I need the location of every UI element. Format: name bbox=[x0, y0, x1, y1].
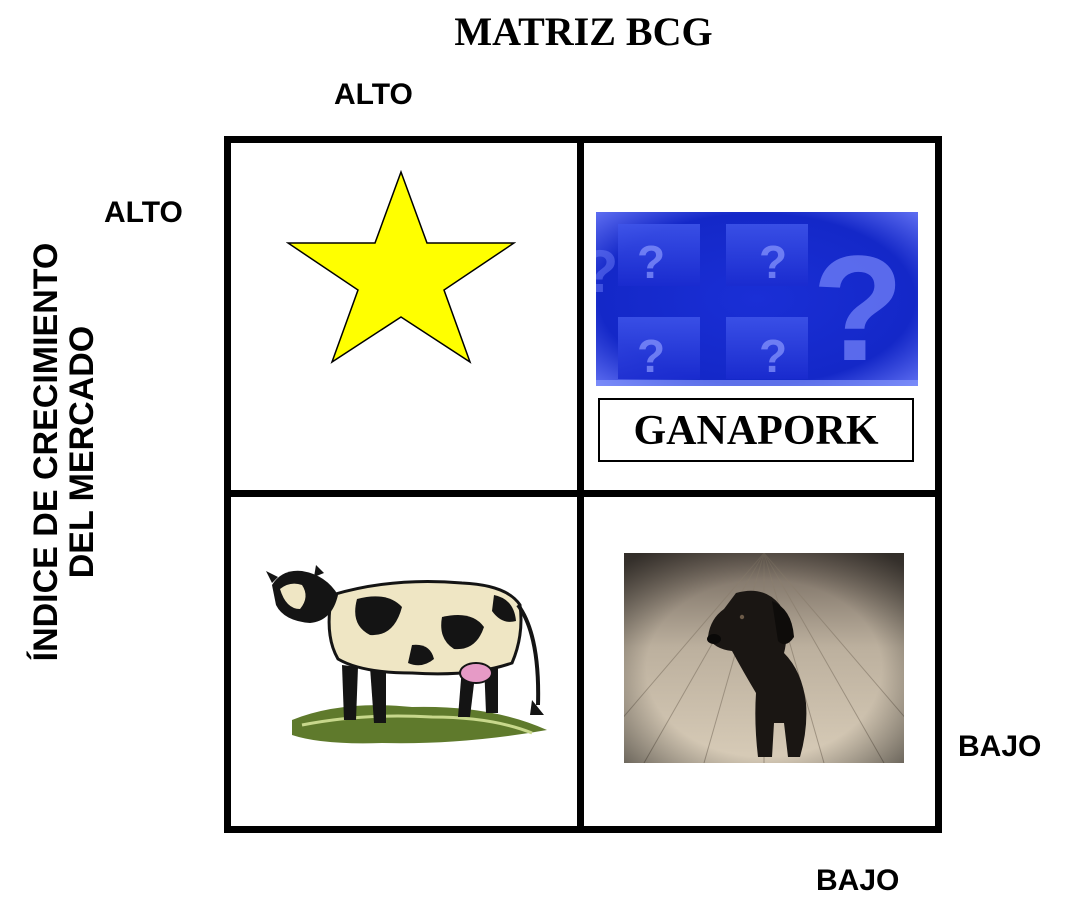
svg-text:?: ? bbox=[637, 236, 665, 288]
svg-text:?: ? bbox=[812, 224, 904, 386]
axis-left-high-label: ALTO bbox=[104, 196, 183, 229]
svg-text:?: ? bbox=[759, 330, 787, 382]
axis-bottom-low-label: BAJO bbox=[816, 864, 900, 897]
y-axis-title-line2: DEL MERCADO bbox=[63, 325, 101, 579]
grid-vertical-divider bbox=[577, 136, 584, 833]
grid-horizontal-divider bbox=[224, 490, 942, 497]
svg-text:?: ? bbox=[759, 236, 787, 288]
question-marks-image: ? ? ? ? ? ? bbox=[596, 212, 918, 386]
dog-photo bbox=[624, 553, 904, 763]
y-axis-title: ÍNDICE DE CRECIMIENTO DEL MERCADO bbox=[27, 242, 101, 662]
axis-right-low-label: BAJO bbox=[958, 730, 1042, 763]
svg-text:?: ? bbox=[637, 330, 665, 382]
axis-top-high-label: ALTO bbox=[334, 78, 413, 111]
page-title: MATRIZ BCG bbox=[454, 9, 713, 54]
star-icon bbox=[286, 170, 516, 364]
svg-text:?: ? bbox=[596, 238, 618, 305]
y-axis-title-line1: ÍNDICE DE CRECIMIENTO bbox=[27, 242, 65, 662]
ganapork-label: GANAPORK bbox=[598, 398, 914, 462]
cow-icon bbox=[266, 565, 547, 744]
